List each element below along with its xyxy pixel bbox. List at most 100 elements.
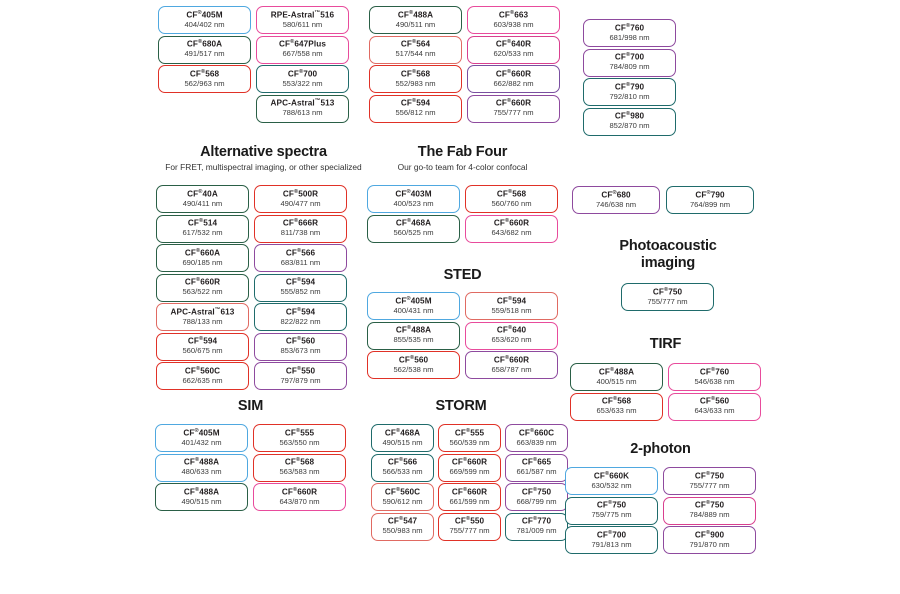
dye-name: CF®980 bbox=[614, 111, 645, 121]
dye-name: CF®405M bbox=[183, 427, 220, 438]
dye-name: CF®660K bbox=[593, 470, 630, 481]
trademark-mark: ® bbox=[296, 336, 302, 343]
dye-ex-em-value: 490/511 nm bbox=[395, 19, 436, 29]
dye-ex-em-value: 580/611 nm bbox=[282, 19, 323, 29]
dye-name: CF®750 bbox=[694, 470, 725, 481]
section-title-tirf: TIRF bbox=[649, 336, 682, 352]
trademark-mark: ® bbox=[529, 427, 535, 434]
dye-ex-em-value: 663/839 nm bbox=[516, 437, 557, 447]
trademark-mark: ® bbox=[395, 427, 401, 434]
dye-name: CF®405M bbox=[395, 295, 432, 306]
dye-name: CF®647Plus bbox=[278, 39, 326, 49]
dye-name: CF®665 bbox=[521, 457, 552, 467]
dye-ex-em-value: 555/852 nm bbox=[280, 287, 321, 297]
dye-name: CF®488A bbox=[397, 9, 434, 20]
dye-ex-em-value: 755/777 nm bbox=[647, 296, 688, 306]
dye-ex-em-value: 746/638 nm bbox=[595, 199, 637, 209]
dye-ex-em-value: 560/539 nm bbox=[449, 437, 490, 447]
section-title-storm: STORM bbox=[435, 398, 487, 414]
dye-ex-em-value: 559/518 nm bbox=[491, 305, 532, 315]
dye-name: CF®468A bbox=[384, 427, 421, 438]
dye-name: CF®680 bbox=[601, 189, 631, 200]
trademark-mark: ® bbox=[197, 39, 203, 46]
dye-name: CF®760 bbox=[699, 366, 730, 377]
dye-name: CF®900 bbox=[694, 529, 725, 540]
